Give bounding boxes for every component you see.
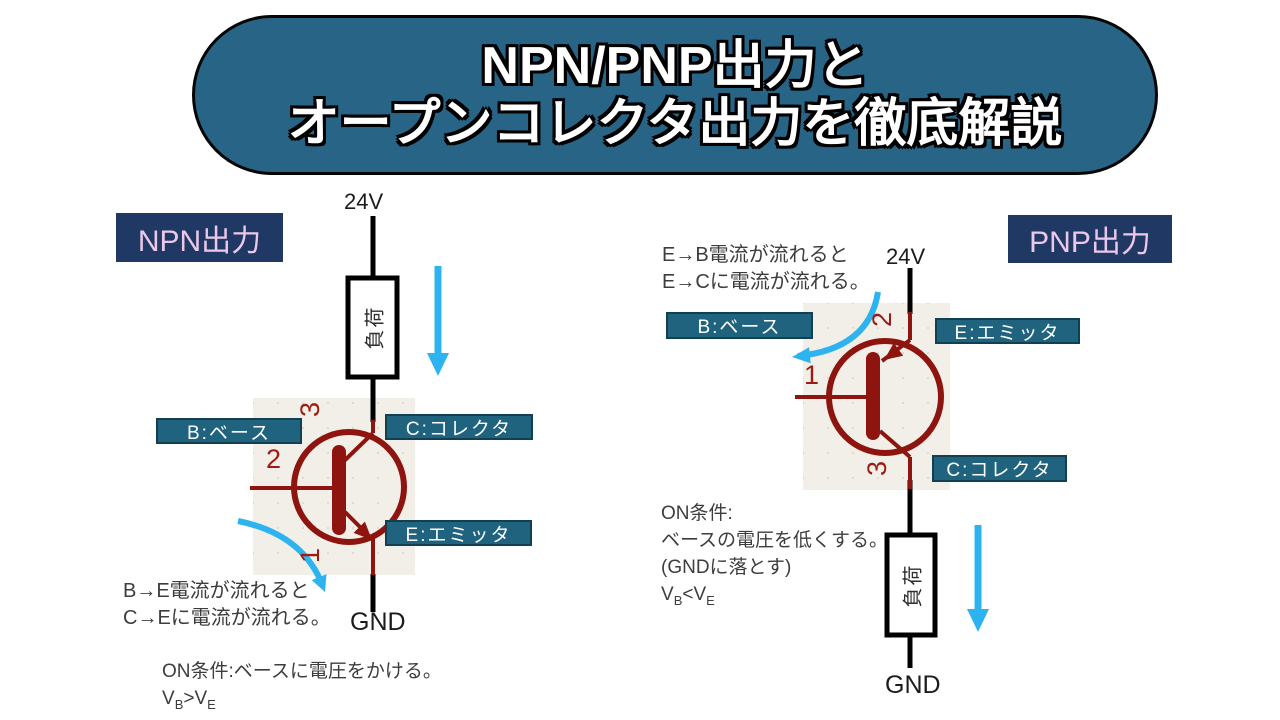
pnp-emitter-arrow (884, 343, 904, 360)
npn-base-label: B:ベース (156, 418, 302, 444)
npn-current-note: B→E電流が流れると C→Eに電流が流れる。 (123, 578, 331, 632)
title-banner: NPN/PNP出力と オープンコレクタ出力を徹底解説 (192, 15, 1158, 175)
pnp-on-condition-line1: ON条件: (661, 503, 733, 524)
npn-supply-label: 24V (344, 189, 384, 214)
title-line-2: オープンコレクタ出力を徹底解説 (287, 95, 1063, 153)
pnp-current-flow-arrowhead (967, 609, 989, 632)
npn-current-flow-arrowhead (427, 353, 449, 376)
npn-base-current-arrowhead (311, 574, 327, 592)
npn-load-label: 負荷 (364, 305, 386, 350)
pnp-load-label: 負荷 (902, 563, 925, 607)
pnp-ground-label: GND (885, 671, 941, 699)
pnp-on-condition-line2: ベースの電圧を低くする。 (661, 530, 889, 551)
pnp-on-condition: ON条件: ベースの電圧を低くする。 (GNDに落とす) VB<VE (661, 500, 888, 614)
pnp-pin-number-base: 1 (804, 360, 820, 390)
npn-pin-number-base: 2 (266, 444, 282, 474)
pnp-section-header: PNP出力 (1008, 215, 1172, 263)
npn-on-condition: ON条件:ベースに電圧をかける。 VB>VE (162, 658, 442, 718)
pnp-on-condition-line3: (GNDに落とす) (661, 557, 792, 578)
pnp-emitter-label: E:エミッタ (935, 318, 1080, 344)
pnp-pin-number-emitter: 2 (867, 311, 898, 328)
pnp-collector-label: C:コレクタ (932, 455, 1067, 482)
npn-ground-label: GND (350, 608, 406, 636)
npn-pin-number-collector: 3 (295, 401, 326, 418)
title-line-1: NPN/PNP出力と (481, 37, 869, 95)
npn-emitter-label: E:エミッタ (385, 520, 532, 546)
npn-section-header: NPN出力 (116, 213, 283, 262)
pnp-supply-label: 24V (886, 244, 926, 269)
npn-base-current-curve (237, 518, 325, 586)
pnp-current-note-line1: E→B電流が流れると (662, 244, 849, 266)
npn-collector-label: C:コレクタ (385, 414, 533, 440)
pnp-on-condition-formula: VB<VE (661, 584, 715, 608)
pnp-collector-lead (878, 429, 912, 459)
pnp-current-note-line2: E→Cに電流が流れる。 (662, 271, 870, 293)
npn-pin-number-emitter: 1 (295, 547, 326, 564)
pnp-base-current-curve (797, 291, 881, 359)
npn-collector-lead (342, 431, 375, 463)
npn-on-condition-text: ON条件:ベースに電圧をかける。 (162, 661, 442, 682)
pnp-base-current-arrowhead (792, 347, 811, 364)
npn-current-note-line1: B→E電流が流れると (123, 580, 310, 602)
pnp-base-label: B:ベース (666, 312, 813, 339)
npn-current-note-line2: C→Eに電流が流れる。 (123, 607, 331, 629)
pnp-base-bar (866, 352, 880, 440)
npn-base-bar (332, 445, 346, 535)
npn-emitter-arrow (353, 521, 372, 540)
pnp-pin-number-collector: 3 (862, 460, 893, 477)
npn-on-condition-formula: VB>VE (162, 688, 216, 712)
pnp-current-note: E→B電流が流れると E→Cに電流が流れる。 (662, 242, 870, 296)
